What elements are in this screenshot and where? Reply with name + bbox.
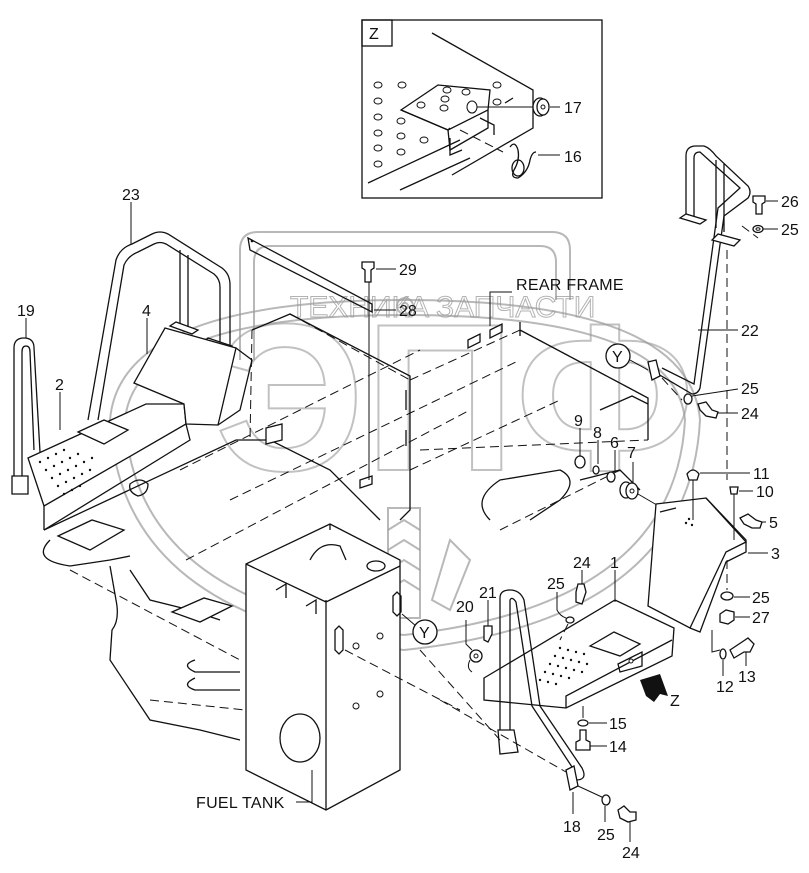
washer-icon	[601, 794, 611, 806]
callout-21: 21	[479, 585, 497, 602]
bolt-icon	[739, 513, 763, 529]
lock-washer-icon	[719, 648, 727, 660]
handrail-22: 22 Y 26 25 25 24	[605, 145, 799, 480]
watermark-text-right: ЗАПЧАСТИ	[436, 291, 595, 324]
plug-icon	[686, 469, 700, 481]
callout-1: 1	[610, 555, 619, 572]
rear-frame-label: REAR FRAME	[516, 277, 624, 294]
plug-icon	[729, 486, 739, 495]
callout-3: 3	[771, 546, 780, 563]
washer-icon	[565, 616, 575, 624]
nut-icon	[719, 609, 735, 625]
step-perforation	[538, 646, 589, 686]
callout-22: 22	[741, 323, 759, 340]
callout-17: 17	[564, 100, 582, 117]
main-frame	[42, 349, 521, 741]
callout-24-step: 24	[573, 555, 591, 572]
washer-icon	[683, 393, 693, 405]
bolt-icon	[697, 401, 719, 419]
spring-pin-icon	[509, 143, 537, 179]
callout-24-bottom: 24	[622, 845, 640, 862]
callout-10: 10	[756, 484, 774, 501]
callout-15: 15	[609, 716, 627, 733]
step-2: 2	[27, 377, 191, 531]
handrail-19: 19	[11, 303, 41, 495]
bolt-icon	[617, 805, 637, 823]
step-perforation	[38, 448, 94, 496]
ref-y-top: Y	[612, 349, 623, 366]
bushing-icon	[532, 97, 550, 117]
callout-25-right: 25	[752, 590, 770, 607]
callout-26: 26	[781, 194, 799, 211]
callout-6: 6	[610, 435, 619, 452]
grommet-icon	[469, 649, 483, 663]
lock-washer-icon	[592, 465, 600, 475]
callout-12: 12	[716, 679, 734, 696]
callout-7: 7	[627, 445, 636, 462]
bolt-icon	[575, 729, 591, 751]
detail-view-z: Z	[361, 19, 603, 199]
perforation-holes	[373, 81, 502, 168]
rubber-mount-icon	[619, 481, 639, 500]
callout-19: 19	[17, 303, 35, 320]
step-4: 4	[133, 303, 253, 426]
callout-20: 20	[456, 599, 474, 616]
rear-frame-assembly: 29 28 REAR FRAME	[247, 236, 649, 531]
callout-29: 29	[399, 262, 417, 279]
callout-27: 27	[752, 610, 770, 627]
callout-28: 28	[399, 303, 417, 320]
fuel-tank: FUEL TANK Y	[196, 523, 461, 812]
bolt-icon	[361, 261, 375, 283]
callout-24-mid: 24	[741, 406, 759, 423]
washer-icon	[606, 471, 616, 483]
gear-icon	[396, 297, 414, 315]
handrail-18: 18 25 24	[419, 589, 640, 862]
watermark-text-left: ТЕХНИКА	[290, 291, 429, 324]
callout-4: 4	[142, 303, 151, 320]
callout-11: 11	[753, 466, 770, 483]
step-1: 1 Z 15 14 24 25	[483, 555, 680, 756]
nut-icon	[574, 455, 586, 469]
callout-25-mid: 25	[741, 381, 759, 398]
washer-icon	[720, 591, 734, 601]
view-arrow-label: Z	[670, 693, 680, 710]
bolt-icon	[575, 583, 587, 605]
fasteners-20-21: 20 21	[456, 585, 497, 673]
lock-washer-icon	[577, 719, 589, 727]
callout-5: 5	[769, 515, 778, 532]
bolt-icon	[752, 195, 766, 215]
callout-25-top: 25	[781, 222, 799, 239]
bolt-icon	[729, 637, 755, 659]
view-direction-arrow	[640, 674, 668, 702]
ref-y-bottom: Y	[419, 625, 430, 642]
callout-18: 18	[563, 819, 581, 836]
fuel-tank-label: FUEL TANK	[196, 795, 285, 812]
callout-25-step: 25	[547, 576, 565, 593]
callout-9: 9	[574, 413, 583, 430]
callout-13: 13	[738, 669, 756, 686]
callout-16: 16	[564, 149, 582, 166]
bracket-3: 3 11 10 5 25 27	[647, 466, 780, 696]
washer-icon	[752, 224, 764, 234]
callout-2: 2	[55, 377, 64, 394]
callout-25-bottom: 25	[597, 827, 615, 844]
callout-14: 14	[609, 739, 627, 756]
callout-23: 23	[122, 187, 140, 204]
bolt-icon	[483, 625, 493, 643]
detail-view-label: Z	[369, 26, 379, 43]
mount-fasteners: 9 8 6 7	[574, 413, 663, 509]
callout-8: 8	[593, 425, 602, 442]
